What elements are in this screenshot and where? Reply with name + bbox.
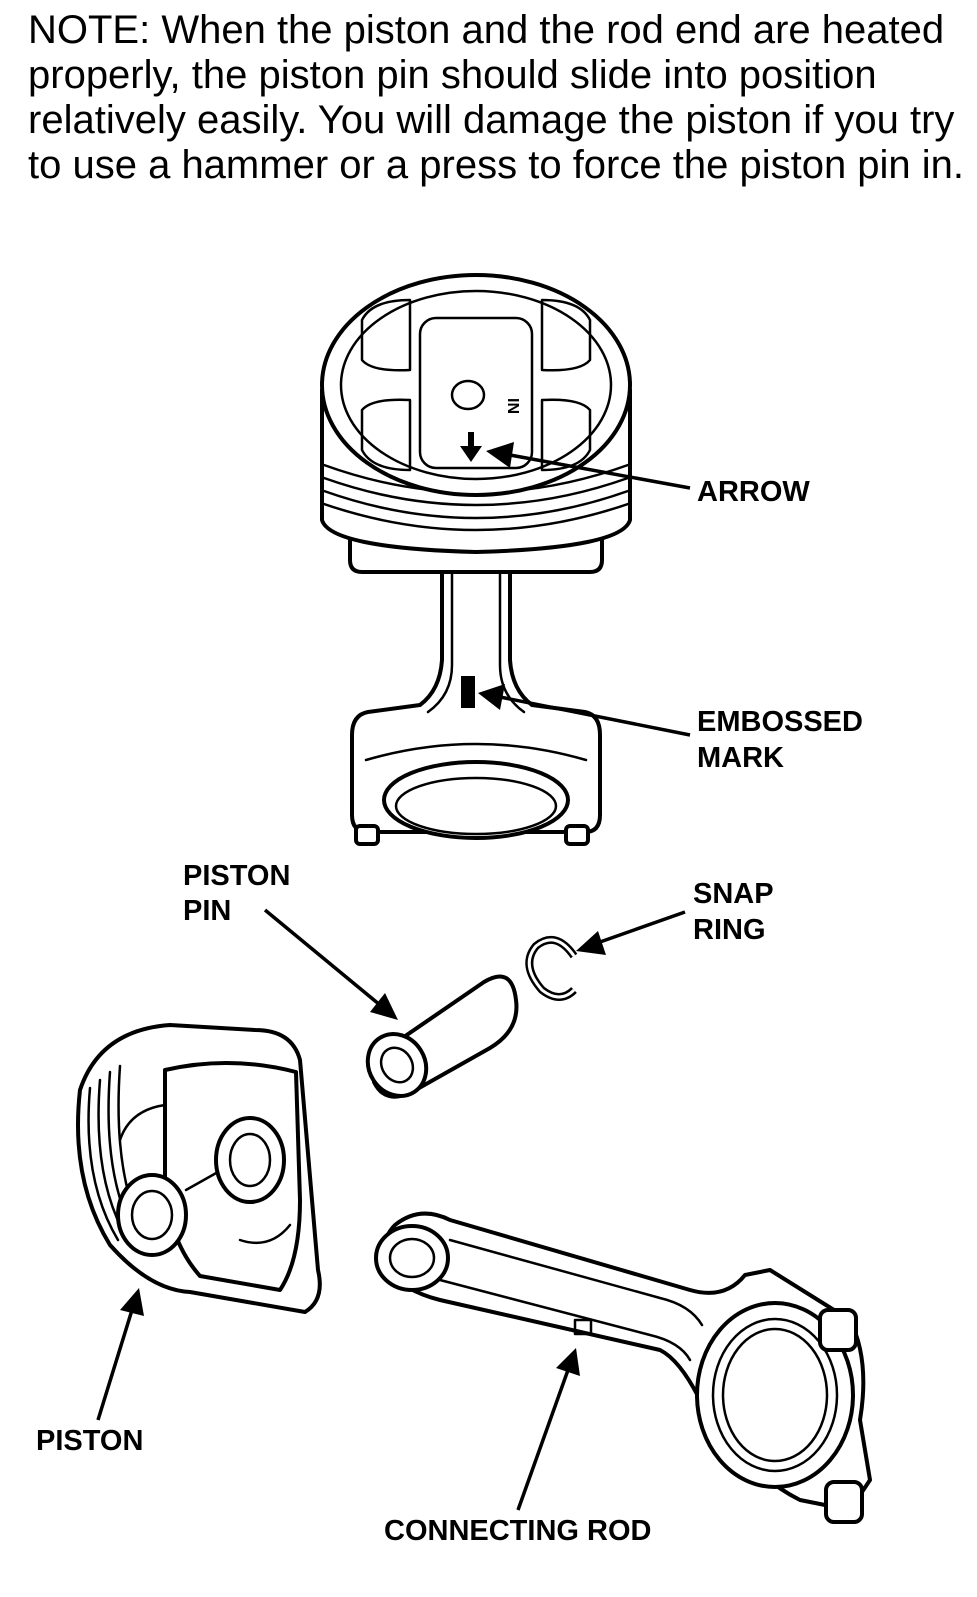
note-text: NOTE: When the piston and the rod end ar… — [28, 8, 965, 187]
label-piston-pin-line2: PIN — [183, 895, 231, 927]
snap-ring — [525, 935, 578, 1001]
label-snap-ring-line2: RING — [693, 914, 766, 946]
crown-in-mark: IN — [504, 398, 521, 414]
piston-leader — [96, 1288, 144, 1421]
snap-ring-leader — [576, 910, 686, 955]
label-piston-pin-line1: PISTON — [183, 860, 290, 892]
crown-arrow-icon — [460, 432, 482, 462]
connecting-rod-leader — [516, 1348, 580, 1511]
embossed-mark — [461, 676, 475, 708]
label-connecting-rod: CONNECTING ROD — [384, 1515, 651, 1547]
connecting-rod — [374, 1211, 872, 1524]
label-embossed-mark-line1: EMBOSSED — [697, 706, 863, 738]
label-piston: PISTON — [36, 1425, 143, 1457]
assembled-piston-and-rod: IN — [320, 273, 632, 846]
piston-pin-leader — [263, 908, 398, 1020]
embossed-mark-leader — [478, 684, 691, 737]
label-arrow: ARROW — [697, 476, 810, 508]
piston-pin — [365, 974, 519, 1099]
label-embossed-mark-line2: MARK — [697, 742, 784, 774]
label-snap-ring-line1: SNAP — [693, 878, 774, 910]
piston — [76, 1023, 322, 1314]
arrow-leader — [486, 442, 691, 490]
